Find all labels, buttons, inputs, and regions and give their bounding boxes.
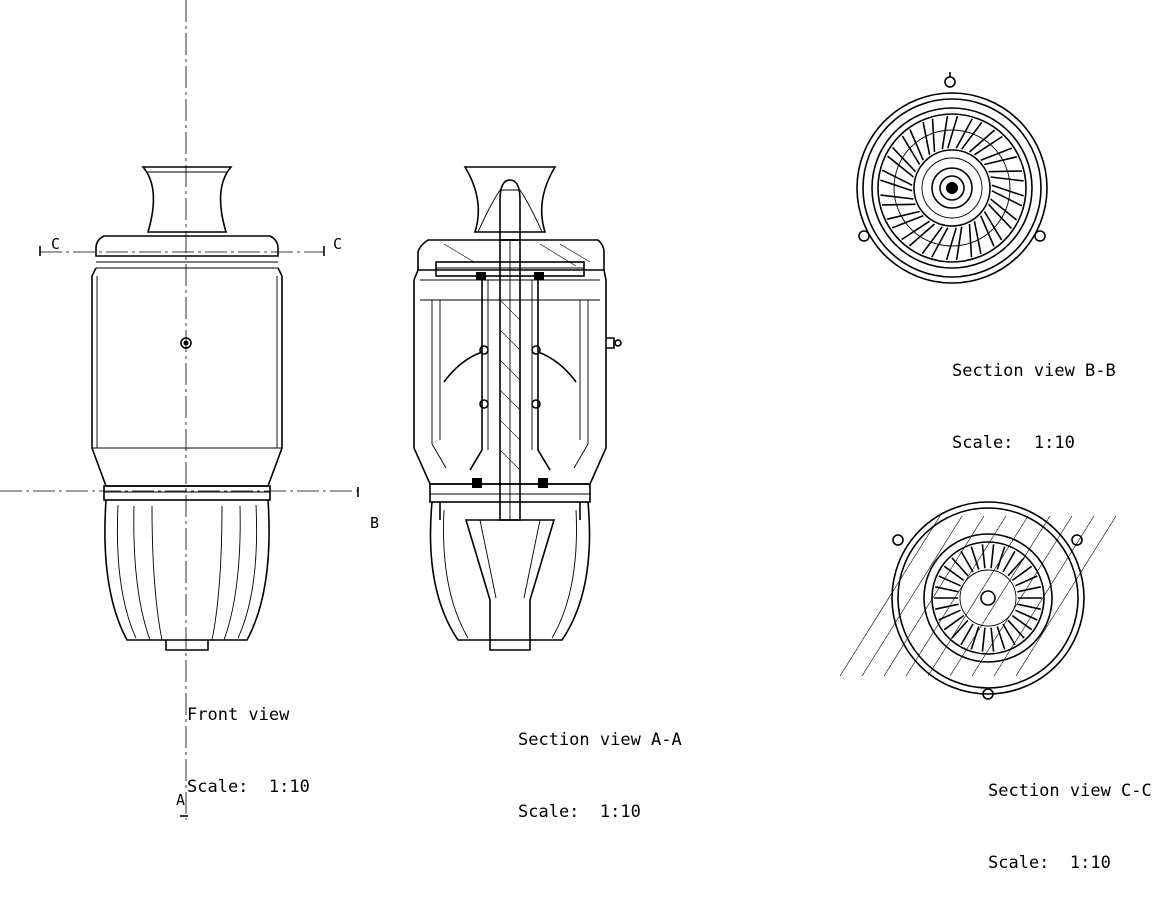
section-c-title: Section view C-C xyxy=(988,781,1152,801)
front-view-title: Front view xyxy=(187,705,290,725)
front-view-caption: Front view Scale: 1:10 xyxy=(187,655,310,823)
section-b-caption: Section view B-B Scale: 1:10 xyxy=(952,311,1116,479)
front-view-scale: Scale: 1:10 xyxy=(187,777,310,797)
section-b-title: Section view B-B xyxy=(952,361,1116,381)
section-c-scale: Scale: 1:10 xyxy=(988,853,1111,873)
section-c-caption: Section view C-C Scale: 1:10 xyxy=(988,731,1169,899)
section-a-title: Section view A-A xyxy=(518,730,682,750)
section-a-drawing xyxy=(413,166,622,651)
section-marker-c-left: C xyxy=(51,235,61,253)
technical-drawing-canvas xyxy=(0,0,1117,820)
section-b-scale: Scale: 1:10 xyxy=(952,433,1075,453)
front-view-drawing xyxy=(0,0,359,820)
section-marker-a: A xyxy=(176,791,186,809)
section-a-scale: Scale: 1:10 xyxy=(518,802,641,822)
section-marker-b: B xyxy=(370,514,380,532)
section-c-drawing xyxy=(839,501,1117,700)
section-a-caption: Section view A-A Scale: 1:10 xyxy=(518,680,682,848)
section-marker-c-right: C xyxy=(333,235,343,253)
section-b-drawing xyxy=(856,72,1048,284)
